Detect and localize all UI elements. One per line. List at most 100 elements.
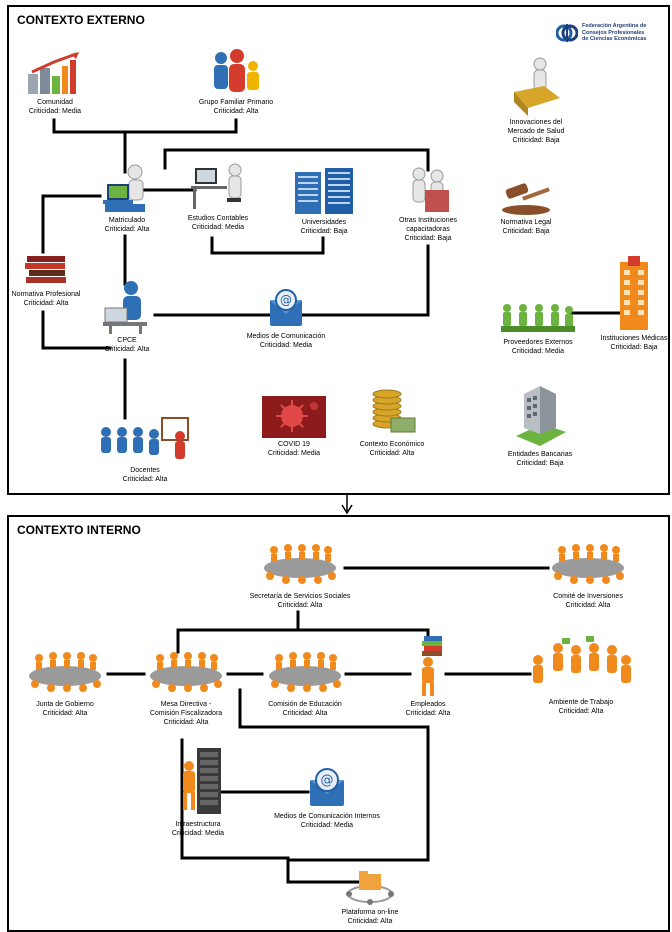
criticality-label: Criticidad: Alta — [104, 346, 150, 353]
criticality-label: Criticidad: Media — [191, 224, 245, 231]
network-folder-icon — [346, 871, 394, 905]
criticality-label: Criticidad: Alta — [369, 450, 415, 457]
node-label: Plataforma on-line — [341, 909, 399, 916]
criticality-label: Criticidad: Media — [259, 342, 313, 349]
node-label: Ambiente de Trabajo — [548, 699, 614, 706]
criticality-label: Criticidad: Media — [300, 822, 354, 829]
criticality-label: Criticidad: Media — [267, 450, 321, 457]
boardroom-icon — [29, 652, 101, 692]
facpce-logo-icon — [556, 24, 578, 42]
criticality-label: Criticidad: Alta — [213, 108, 259, 115]
criticality-label: Criticidad: Media — [28, 108, 82, 115]
node-label: Normativa Legal — [500, 219, 552, 226]
node-label: COVID 19 — [278, 441, 310, 448]
node-label: Universidades — [301, 219, 347, 226]
criticality-label: Criticidad: Baja — [502, 228, 550, 235]
email-icon: @ — [270, 289, 302, 326]
node-label: Normativa Profesional — [11, 291, 81, 298]
node-label: Proveedores Externos — [503, 339, 573, 346]
criticality-label: Criticidad: Alta — [163, 719, 209, 726]
family-icon — [214, 49, 259, 92]
node-label: Entidades Bancarias — [507, 451, 573, 458]
node-label: CPCE — [117, 337, 137, 344]
facpce-logo: Federación Argentina de Consejos Profesi… — [556, 22, 647, 44]
laptop-person-icon — [103, 164, 145, 212]
node-label: Instituciones Médicas — [600, 335, 668, 342]
external-context-title: CONTEXTO EXTERNO — [17, 13, 145, 27]
node-label: Otras Instituciones capacitadoras — [399, 217, 457, 233]
criticality-label: Criticidad: Alta — [282, 710, 328, 717]
criticality-label: Criticidad: Alta — [23, 300, 69, 307]
boardroom-icon — [269, 652, 341, 692]
node-cpce[interactable]: CPCE Criticidad: Alta — [96, 280, 158, 354]
criticality-label: Criticidad: Baja — [512, 137, 560, 144]
criticality-label: Criticidad: Alta — [565, 602, 611, 609]
criticality-label: Criticidad: Baja — [516, 460, 564, 467]
coins-icon — [372, 389, 416, 433]
team-icon — [533, 636, 631, 683]
svg-text:@: @ — [280, 293, 292, 307]
node-label: Empleados — [410, 701, 446, 708]
node-label: Mesa Directiva - Comisión Fiscalizadora — [149, 701, 223, 717]
criticality-label: Criticidad: Baja — [610, 344, 658, 351]
node-label: Matriculado — [108, 217, 146, 224]
criticality-label: Criticidad: Alta — [122, 476, 168, 483]
facpce-logo-text: Federación Argentina de Consejos Profesi… — [582, 23, 647, 43]
virus-icon — [262, 396, 326, 438]
svg-text:@: @ — [321, 773, 334, 788]
node-label: Innovaciones del Mercado de Salud — [507, 119, 565, 135]
criticality-label: Criticidad: Alta — [277, 602, 323, 609]
node-label: Docentes — [130, 467, 160, 474]
node-label: Grupo Familiar Primario — [198, 99, 274, 106]
teacher-icon — [101, 417, 189, 459]
boardroom-icon — [552, 544, 624, 584]
internal-context-title: CONTEXTO INTERNO — [17, 523, 141, 537]
internal-context-panel: CONTEXTO INTERNO — [7, 515, 670, 932]
node-label: Comité de Inversiones — [553, 593, 623, 600]
node-label: Estudios Contables — [187, 215, 249, 222]
boardroom-icon — [264, 544, 336, 584]
node-covid[interactable]: COVID 19 Criticidad: Media — [256, 396, 332, 458]
server-rack-icon — [183, 748, 221, 814]
buildings-icon — [295, 168, 353, 214]
puzzle-team-icon — [501, 304, 575, 332]
node-label: Medios de Comunicación Internos — [274, 813, 380, 820]
node-label: Junta de Gobierno — [36, 701, 94, 708]
boardroom-icon — [150, 652, 222, 692]
node-label: Medios de Comunicación — [246, 333, 326, 340]
criticality-label: Criticidad: Alta — [42, 710, 88, 717]
criticality-label: Criticidad: Alta — [347, 918, 393, 925]
node-label: Contexto Económico — [359, 441, 425, 448]
gavel-icon — [502, 183, 550, 215]
meeting-people-icon — [412, 167, 449, 212]
desk-person-icon — [191, 163, 242, 209]
node-label: Comisión de Educación — [268, 701, 342, 708]
books-icon — [25, 256, 66, 283]
external-context-panel: CONTEXTO EXTERNO — [7, 5, 670, 495]
